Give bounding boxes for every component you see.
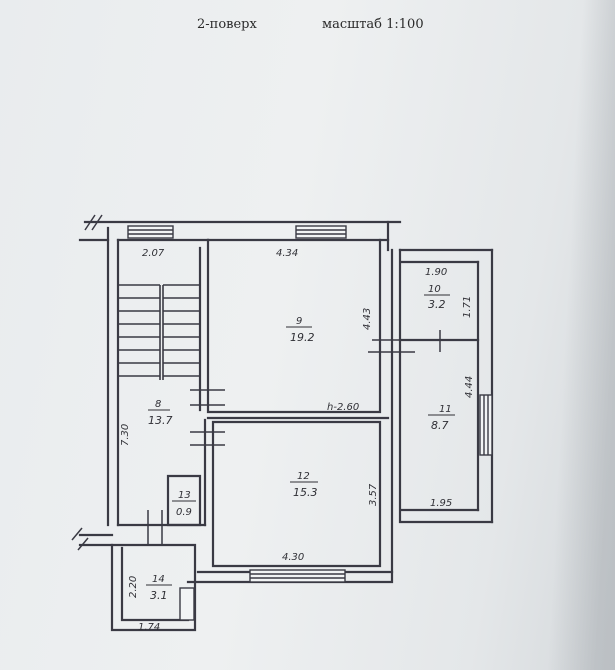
room-8-number: 8 xyxy=(155,399,161,410)
dim-room9-side: 4.43 xyxy=(362,308,373,330)
dim-room11-side: 4.44 xyxy=(464,376,475,398)
room-14-number: 14 xyxy=(152,574,165,585)
window-bottom xyxy=(249,569,346,583)
room-9-area: 19.2 xyxy=(290,331,315,344)
wall-room14-inner xyxy=(120,546,190,622)
dim-stair-top: 2.07 xyxy=(142,248,165,259)
dim-room11-bottom: 1.95 xyxy=(430,498,452,509)
room-12-area: 15.3 xyxy=(293,486,318,499)
dim-room10-top: 1.90 xyxy=(425,267,447,278)
dim-room14-side: 2.20 xyxy=(128,576,139,598)
room-12-number: 12 xyxy=(297,471,310,482)
scale-note: масштаб 1:100 xyxy=(322,17,424,32)
dim-room12-side: 3.57 xyxy=(368,483,379,506)
window-right xyxy=(479,394,493,456)
window-top-left xyxy=(127,225,174,239)
door-marks xyxy=(71,214,441,551)
room-10-number: 10 xyxy=(428,284,441,295)
wall-room13 xyxy=(166,474,202,527)
dim-room9-top: 4.34 xyxy=(276,248,298,259)
dim-room8-side: 7.30 xyxy=(120,424,131,446)
room-9-number: 9 xyxy=(296,316,302,327)
room-11-number: 11 xyxy=(439,404,452,415)
room-14-area: 3.1 xyxy=(150,589,168,602)
wall-room14 xyxy=(110,543,197,632)
wall-room9 xyxy=(206,238,382,414)
room-8-area: 13.7 xyxy=(148,414,173,427)
room-13-area: 0.9 xyxy=(176,507,192,518)
staircase xyxy=(118,284,200,380)
dim-room10-side: 1.71 xyxy=(462,296,473,318)
floor-title: 2-поверх xyxy=(197,17,257,32)
room-13-number: 13 xyxy=(178,490,191,501)
room-11-area: 8.7 xyxy=(431,419,449,432)
window-top-right xyxy=(295,225,347,239)
ceiling-height: h-2.60 xyxy=(327,402,359,413)
dimension-labels: 2.07 4.34 4.43 1.90 1.71 4.44 1.95 3.57 … xyxy=(120,248,475,633)
wall-room12 xyxy=(211,420,382,568)
dim-room14-bottom: 1.74 xyxy=(138,622,160,633)
dim-room12-bottom: 4.30 xyxy=(282,552,304,563)
window-room14 xyxy=(179,587,195,621)
room-10-area: 3.2 xyxy=(428,298,446,311)
plan-header: 2-поверх масштаб 1:100 xyxy=(0,14,615,38)
room-labels: 8 13.7 9 19.2 10 3.2 11 8.7 12 15.3 13 0… xyxy=(146,284,455,602)
windows xyxy=(127,225,493,621)
